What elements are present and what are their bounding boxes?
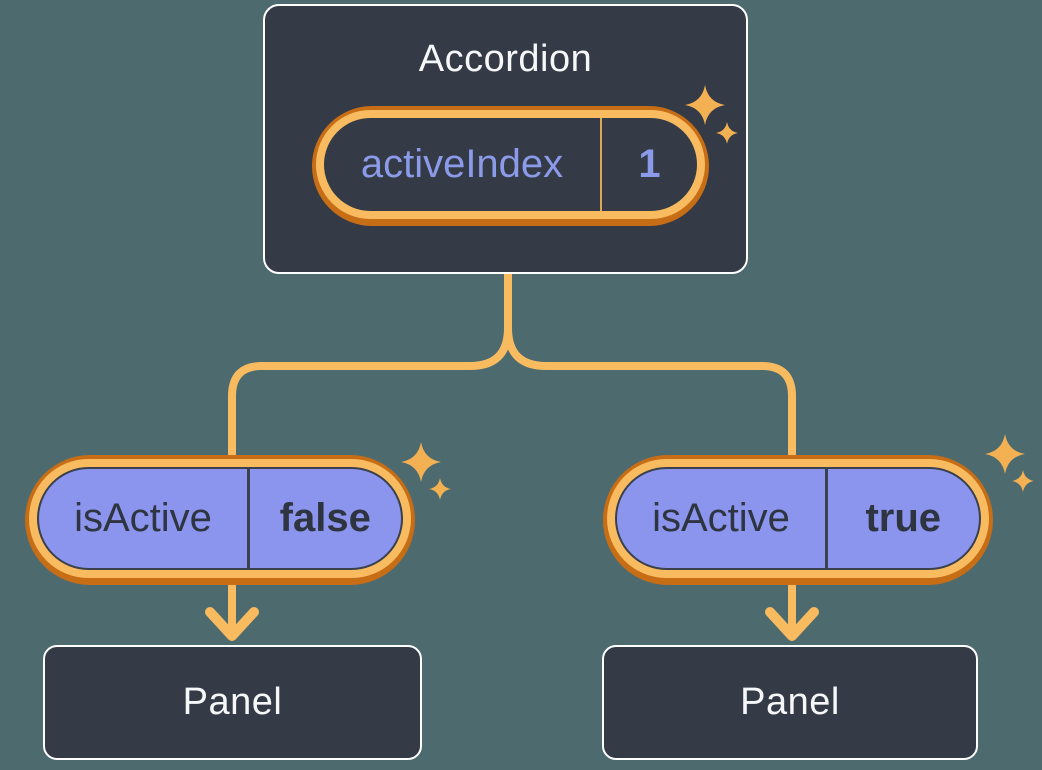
- branch-left-line: [228, 270, 512, 461]
- prop-pill-left-body: isActive false: [37, 467, 403, 570]
- state-pill: activeIndex 1: [312, 106, 709, 226]
- accordion-node: Accordion activeIndex 1: [263, 4, 748, 274]
- branch-right-line: [504, 270, 796, 461]
- panel-left-title: Panel: [182, 681, 283, 723]
- prop-pill-right: isActive true: [603, 455, 993, 585]
- pill-divider: [825, 469, 828, 568]
- panel-right-title: Panel: [740, 681, 840, 723]
- state-value: 1: [638, 142, 661, 186]
- state-pill-ring: activeIndex 1: [316, 110, 705, 219]
- prop-name-left: isActive: [74, 496, 212, 540]
- prop-value-right: true: [865, 496, 942, 540]
- prop-pill-right-ring: isActive true: [607, 459, 989, 578]
- arrow-left-head: [205, 607, 259, 641]
- panel-node-right: Panel: [602, 645, 978, 760]
- arrow-right-head: [765, 607, 819, 641]
- prop-name-right: isActive: [652, 496, 790, 540]
- prop-value-left: false: [279, 496, 371, 540]
- accordion-title: Accordion: [418, 38, 593, 80]
- pill-divider: [600, 118, 602, 211]
- prop-pill-right-body: isActive true: [615, 467, 981, 570]
- state-pill-body: activeIndex 1: [324, 118, 697, 211]
- prop-pill-left-ring: isActive false: [29, 459, 411, 578]
- panel-node-left: Panel: [43, 645, 422, 760]
- state-name: activeIndex: [360, 142, 564, 186]
- prop-pill-left: isActive false: [25, 455, 415, 585]
- pill-divider: [247, 469, 250, 568]
